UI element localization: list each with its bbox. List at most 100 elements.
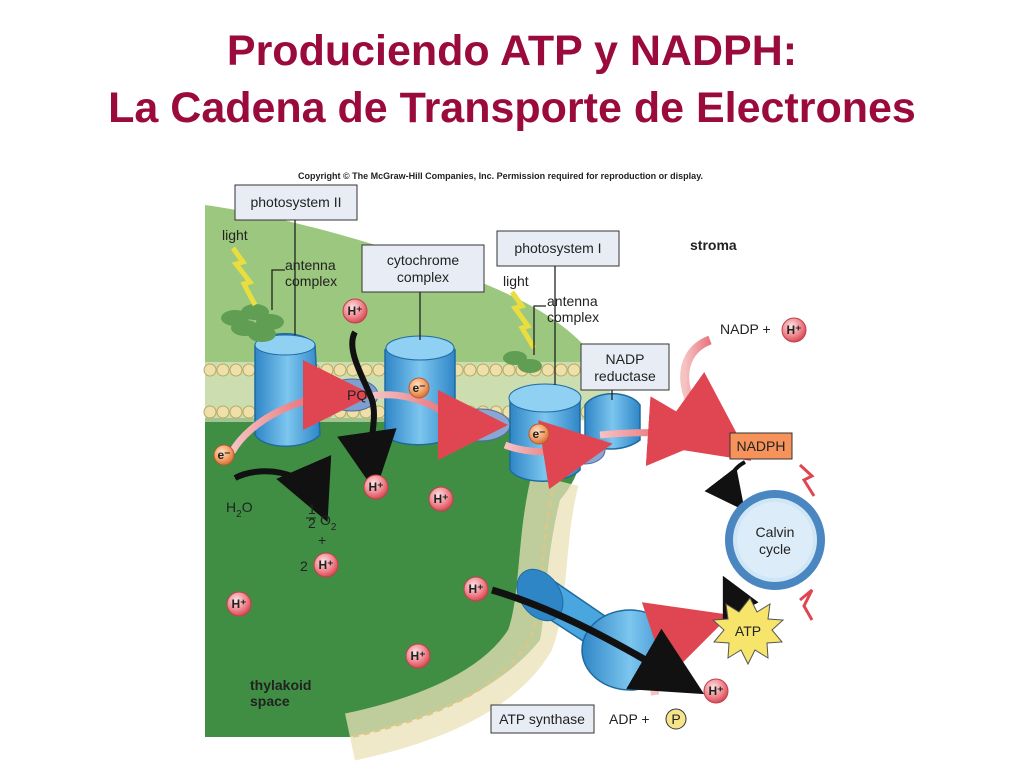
title-line-2: La Cadena de Transporte de Electrones — [108, 84, 916, 132]
lipid-head — [489, 363, 503, 377]
nadph-to-calvin-arrow — [704, 460, 747, 511]
electron-arrow-1 — [228, 360, 373, 454]
antenna-complex-ps1 — [503, 351, 542, 373]
lipid-head — [216, 405, 230, 419]
svg-text:1: 1 — [308, 501, 316, 517]
svg-text:e⁻: e⁻ — [412, 381, 425, 395]
proton-group: H⁺ H⁺ H⁺ H⁺ H⁺ H⁺ H⁺ H⁺ H⁺ — [226, 298, 807, 704]
lipid-head — [320, 405, 334, 419]
light-label-1: light — [222, 227, 248, 243]
proton-marker: H⁺ — [781, 317, 807, 343]
svg-text:H⁺: H⁺ — [709, 684, 724, 698]
photosystem-i-label: photosystem I — [514, 240, 601, 256]
thylakoid-label-1: thylakoid — [250, 677, 311, 693]
nadph-label: NADPH — [736, 438, 785, 454]
phosphate-circle: P — [665, 708, 687, 730]
antenna-leader-ps2 — [271, 269, 285, 310]
svg-text:+: + — [318, 532, 326, 548]
lipid-head — [229, 405, 243, 419]
adp-plus-label: ADP + — [609, 711, 650, 727]
svg-text:P: P — [671, 711, 680, 727]
svg-text:2: 2 — [308, 515, 316, 531]
nadph-box: NADPH — [729, 432, 793, 460]
calvin-label-1: Calvin — [756, 524, 795, 540]
svg-text:e⁻: e⁻ — [532, 427, 545, 441]
proton-marker: H⁺ — [463, 576, 489, 602]
thylakoid-label-2: space — [250, 693, 290, 709]
oxygen-formula: 1 2 O2 + 2 — [300, 501, 337, 574]
water-split-arrow — [233, 455, 332, 523]
lipid-head — [567, 363, 581, 377]
atp-synthase-label-box: ATP synthase — [490, 704, 595, 734]
proton-marker: H⁺ — [226, 591, 252, 617]
electron-arrow-2 — [371, 389, 508, 460]
proton-marker: H⁺ — [342, 298, 368, 324]
svg-text:H⁺: H⁺ — [469, 582, 484, 596]
electron-arrow-4 — [599, 396, 718, 467]
svg-text:H⁺: H⁺ — [434, 492, 449, 506]
lipid-head — [229, 363, 243, 377]
antenna-leader-ps1 — [533, 305, 546, 355]
pq-label: PQ — [347, 387, 367, 403]
electron-marker: e⁻ — [213, 444, 235, 466]
svg-text:e⁻: e⁻ — [217, 448, 230, 462]
atp-to-calvin-arrow — [722, 575, 759, 622]
antenna-complex-ps2 — [221, 304, 284, 342]
proton-pump-arrow — [337, 330, 397, 492]
lipid-head — [476, 363, 490, 377]
nadp-plus-label: NADP + — [720, 321, 771, 337]
svg-text:H2O: H2O — [226, 499, 253, 520]
calvin-label-2: cycle — [759, 541, 791, 557]
lipid-head — [554, 363, 568, 377]
electron-group: e⁻ e⁻ e⁻ — [213, 377, 550, 466]
proton-flow-atp-synthase — [491, 586, 705, 695]
proton-marker: H⁺ — [313, 552, 339, 578]
lipid-head — [203, 363, 217, 377]
atp-synthase-label: ATP synthase — [499, 711, 585, 727]
cytochrome-label-2: complex — [397, 269, 449, 285]
lipid-head — [502, 363, 516, 377]
antenna-label-2b: complex — [547, 309, 599, 325]
lipid-head — [372, 363, 386, 377]
light-bolt-ps1 — [509, 290, 537, 350]
svg-text:H⁺: H⁺ — [348, 304, 363, 318]
title-line-1: Produciendo ATP y NADPH: — [226, 27, 798, 75]
nadp-to-nadph-arrow — [651, 335, 752, 461]
calvin-cycle: Calvin cycle — [725, 490, 825, 590]
proton-marker: H⁺ — [703, 678, 729, 704]
photosystem-i-label-box: photosystem I — [496, 230, 620, 267]
lipid-head — [203, 405, 217, 419]
lipid-head — [242, 363, 256, 377]
electron-arrow-3 — [503, 420, 613, 490]
thylakoid-membrane-curve — [344, 474, 579, 761]
lipid-head — [216, 363, 230, 377]
svg-text:H⁺: H⁺ — [787, 323, 802, 337]
lipid-head — [333, 363, 347, 377]
proton-marker: H⁺ — [428, 486, 454, 512]
photosystem-ii-protein — [254, 333, 321, 447]
svg-text:H⁺: H⁺ — [319, 558, 334, 572]
svg-text:H⁺: H⁺ — [411, 649, 426, 663]
lipid-head — [541, 363, 555, 377]
antenna-label-2a: antenna — [547, 293, 598, 309]
nadp-reductase-label-1: NADP — [606, 351, 645, 367]
cytochrome-complex-label-box: cytochrome complex — [361, 244, 485, 293]
energy-bolt-1 — [798, 463, 816, 497]
atp-label: ATP — [735, 623, 761, 639]
light-label-2: light — [503, 273, 529, 289]
energy-bolt-2 — [799, 588, 814, 621]
copyright-text: Copyright © The McGraw-Hill Companies, I… — [298, 171, 703, 181]
svg-text:H⁺: H⁺ — [232, 597, 247, 611]
proton-marker: H⁺ — [363, 474, 389, 500]
water-formula: H2O — [226, 499, 253, 520]
lipid-head — [463, 363, 477, 377]
svg-text:O2: O2 — [320, 512, 337, 533]
photosystem-ii-label: photosystem II — [250, 194, 341, 210]
svg-text:H⁺: H⁺ — [369, 480, 384, 494]
stroma-label: stroma — [690, 237, 737, 253]
photosystem-ii-label-box: photosystem II — [234, 184, 358, 221]
proton-marker: H⁺ — [405, 643, 431, 669]
lipid-head — [242, 405, 256, 419]
nadp-reductase-label-box: NADP reductase — [580, 343, 670, 391]
